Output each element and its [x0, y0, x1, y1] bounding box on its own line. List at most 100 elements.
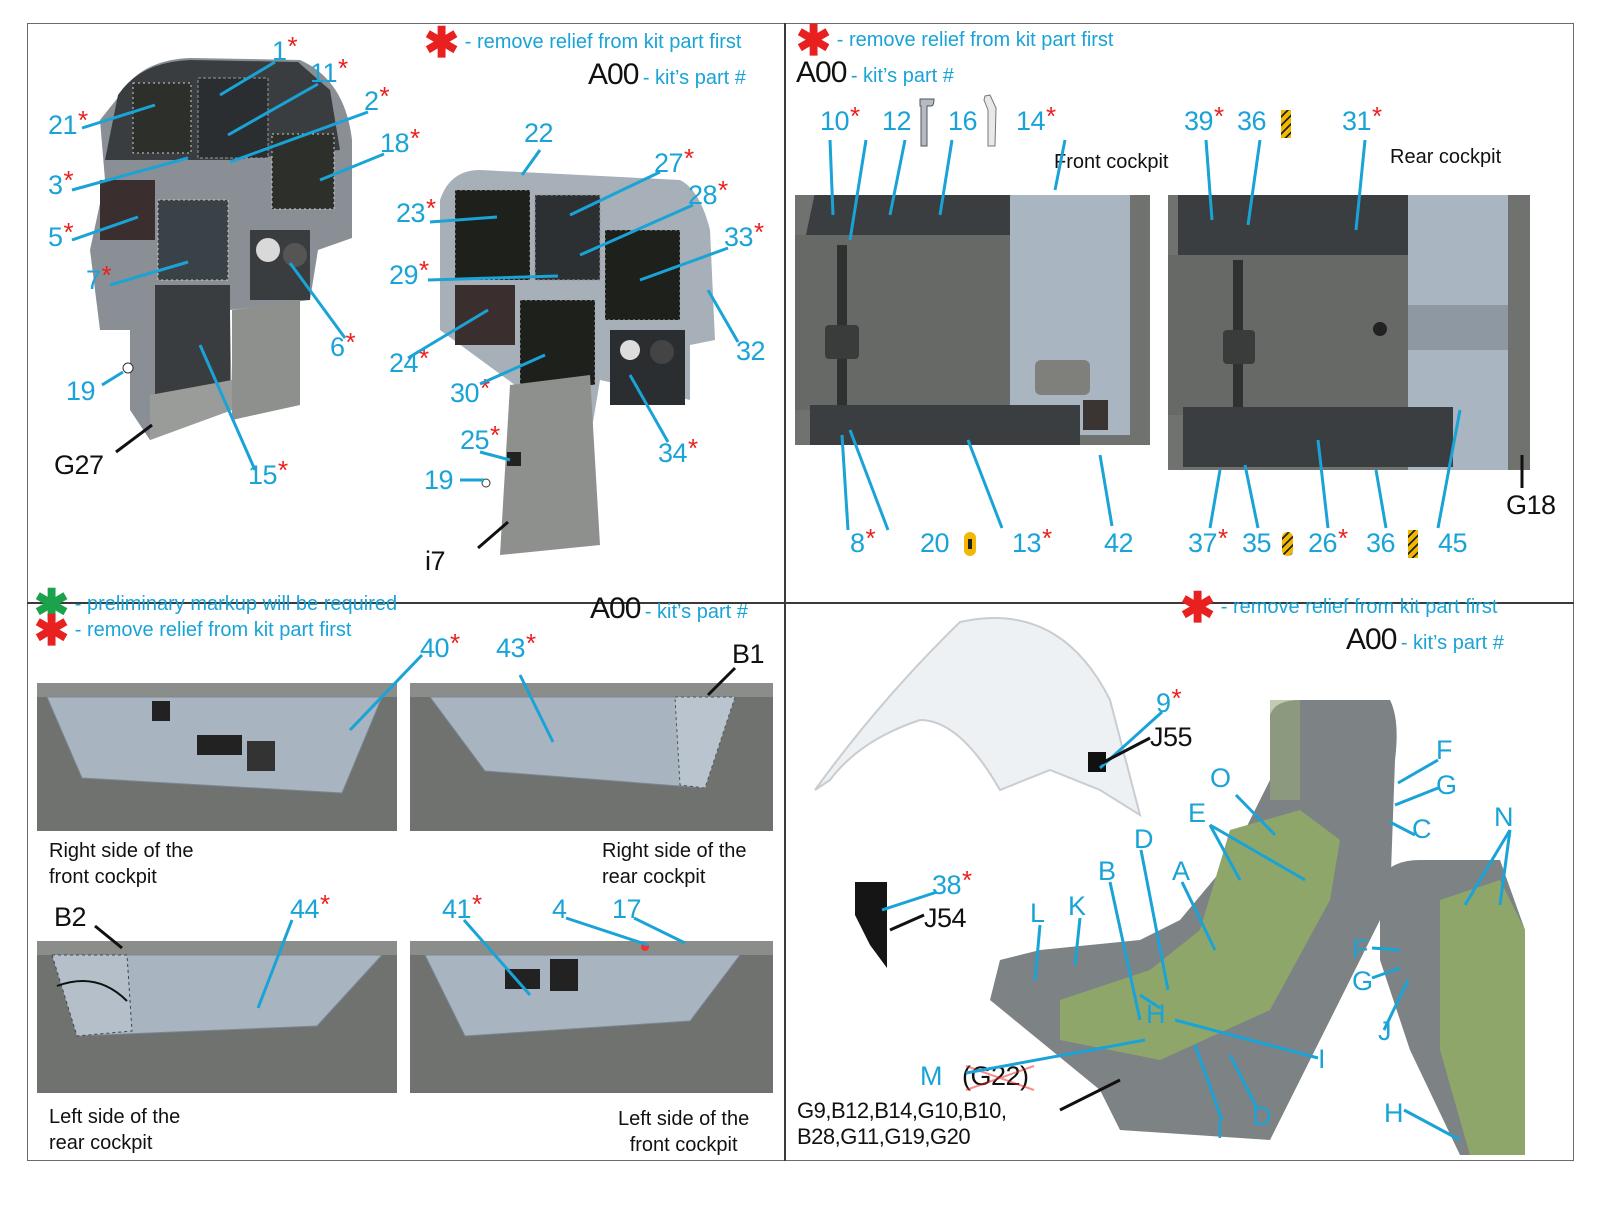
red-star-icon: * — [1042, 523, 1052, 553]
red-star-icon: * — [688, 433, 698, 463]
quadrant-divider-vertical — [784, 23, 786, 1161]
callout-44: 44* — [290, 889, 330, 924]
legend-part-code: A00 - kit’s part # — [590, 592, 748, 625]
callout-6: 6* — [330, 327, 356, 362]
part-12-shape-icon — [919, 98, 935, 147]
callout-D-bottom: D — [1252, 1101, 1272, 1131]
callout-37: 37* — [1188, 523, 1228, 558]
callout-7: 7* — [86, 260, 112, 295]
callout-F: F — [1436, 735, 1453, 765]
callout-D-top: D — [1134, 824, 1154, 854]
callout-34: 34* — [658, 433, 698, 468]
kit-part-g27: G27 — [54, 450, 104, 480]
hazard-stripe-icon — [1281, 110, 1291, 138]
red-star-icon: * — [490, 420, 500, 450]
callout-35: 35 — [1242, 528, 1272, 558]
callout-18: 18* — [380, 123, 420, 158]
callout-A: A — [1172, 856, 1190, 886]
callout-38: 38* — [932, 865, 972, 900]
legend-red-star: ✱ - remove relief from kit part first — [796, 17, 1114, 64]
callout-J: J — [1378, 1016, 1392, 1046]
callout-K: K — [1068, 891, 1086, 921]
callout-8: 8* — [850, 523, 876, 558]
callout-45: 45 — [1438, 528, 1468, 558]
legend-red-star: ✱ - remove relief from kit part first — [1180, 584, 1498, 631]
callout-2: 2* — [364, 81, 390, 116]
callout-23: 23* — [396, 193, 436, 228]
callout-12: 12 — [882, 106, 912, 136]
callout-22: 22 — [524, 118, 554, 148]
callout-1: 1* — [272, 31, 298, 66]
red-star-icon: * — [1338, 523, 1348, 553]
callout-I-right: I — [1318, 1044, 1326, 1074]
photo-right-front — [37, 683, 397, 831]
callout-39: 39* — [1184, 101, 1224, 136]
callout-N: N — [1494, 802, 1514, 832]
caption-front-cockpit: Front cockpit — [1054, 151, 1169, 173]
callout-36-bottom: 36 — [1366, 528, 1396, 558]
red-star-icon: * — [684, 143, 694, 173]
red-star-icon: * — [472, 889, 482, 919]
kit-part-j54: J54 — [924, 903, 967, 933]
legend-red-star: ✱ - remove relief from kit part first — [424, 19, 742, 66]
callout-3: 3* — [48, 165, 74, 200]
red-star-icon: * — [1214, 101, 1224, 131]
callout-26: 26* — [1308, 523, 1348, 558]
callout-H: H — [1146, 999, 1166, 1029]
callout-16: 16 — [948, 106, 978, 136]
red-star-icon: * — [718, 175, 728, 205]
legend-green-star: ✱ - preliminary markup will be required — [34, 581, 398, 628]
yellow-handle-icon — [964, 532, 976, 556]
callout-36-top: 36 — [1237, 106, 1267, 136]
kit-part-i7: i7 — [425, 546, 446, 576]
callout-19-rear: 19 — [424, 465, 454, 495]
callout-C: C — [1412, 814, 1432, 844]
callout-F-second: F — [1352, 934, 1369, 964]
parts-list-line-1: G9,B12,B14,G10,B10, — [797, 1098, 1007, 1123]
callout-25: 25* — [460, 420, 500, 455]
callout-5: 5* — [48, 217, 74, 252]
red-star-icon: * — [526, 628, 536, 658]
callout-30: 30* — [450, 373, 490, 408]
red-star-icon: * — [450, 628, 460, 658]
callout-14: 14* — [1016, 101, 1056, 136]
photo-right-rear — [410, 683, 773, 831]
caption-left-rear: Left side of the rear cockpit — [49, 1106, 181, 1154]
red-star-icon: * — [338, 53, 348, 83]
red-star-icon: * — [1218, 523, 1228, 553]
callout-9: 9* — [1156, 683, 1182, 718]
parts-list-line-2: B28,G11,G19,G20 — [797, 1124, 971, 1149]
red-star-icon: ✱ — [34, 607, 70, 654]
callout-I-bottom: I — [1216, 1114, 1224, 1144]
red-star-icon: * — [278, 455, 288, 485]
callout-O: O — [1210, 763, 1231, 793]
red-star-icon: * — [1171, 683, 1182, 713]
callout-G-second: G — [1352, 966, 1373, 996]
kit-part-g18: G18 — [1506, 490, 1556, 520]
caption-left-front: Left side of the front cockpit — [618, 1108, 750, 1156]
callout-E: E — [1188, 798, 1206, 828]
callout-11: 11* — [310, 53, 348, 88]
part-16-shape-icon — [983, 94, 997, 147]
quadrant-divider-horizontal — [27, 602, 1574, 604]
callout-G: G — [1436, 770, 1457, 800]
red-star-icon: * — [345, 327, 356, 357]
callout-H-second: H — [1384, 1098, 1404, 1128]
red-star-icon: * — [379, 81, 390, 111]
callout-19: 19 — [66, 376, 96, 406]
photo-left-rear — [37, 941, 397, 1093]
callout-42: 42 — [1104, 528, 1134, 558]
red-star-icon: ✱ — [424, 19, 460, 66]
red-star-icon: * — [101, 260, 112, 290]
callout-31: 31* — [1342, 101, 1382, 136]
red-star-icon: * — [419, 255, 429, 285]
rear-cockpit-tub-photo — [1168, 195, 1530, 470]
callout-20: 20 — [920, 528, 950, 558]
callout-L: L — [1030, 898, 1045, 928]
red-star-icon: * — [426, 193, 436, 223]
kit-part-j55: J55 — [1150, 722, 1193, 752]
callout-13: 13* — [1012, 523, 1052, 558]
red-star-icon: ✱ — [796, 17, 832, 64]
red-star-icon: ✱ — [1180, 584, 1216, 631]
